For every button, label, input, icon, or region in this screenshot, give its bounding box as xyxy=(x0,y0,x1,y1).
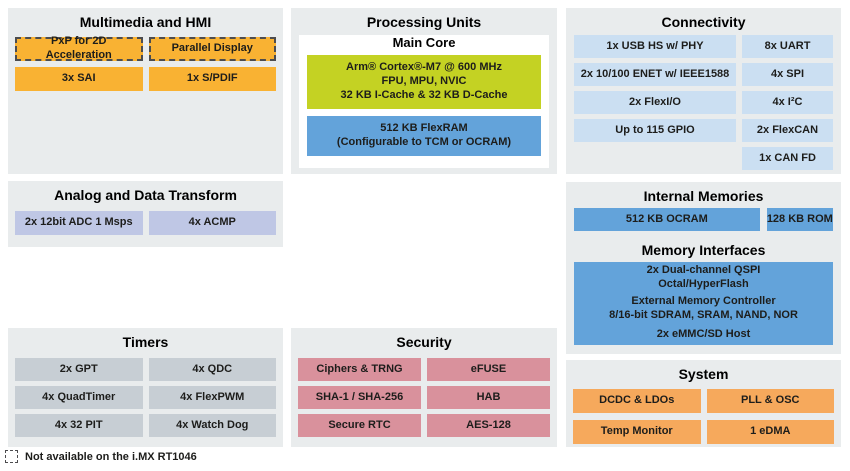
analog-row: 2x 12bit ADC 1 Msps 4x ACMP xyxy=(8,211,283,235)
section-system: System DCDC & LDOs PLL & OSC Temp Monito… xyxy=(566,360,841,447)
block-flexio: 2x FlexI/O xyxy=(574,91,736,114)
core-line-2: FPU, MPU, NVIC xyxy=(381,75,467,88)
section-memories: Internal Memories 512 KB OCRAM 128 KB RO… xyxy=(566,182,841,354)
footnote-text: Not available on the i.MX RT1046 xyxy=(25,450,197,463)
section-analog-data-transform: Analog and Data Transform 2x 12bit ADC 1… xyxy=(8,181,283,247)
block-edma: 1 eDMA xyxy=(706,420,834,444)
block-spi: 4x SPI xyxy=(742,63,833,86)
multimedia-row-1: PxP for 2D Acceleration Parallel Display xyxy=(8,35,283,61)
section-timers: Timers 2x GPT 4x QDC 4x QuadTimer 4x Fle… xyxy=(8,328,283,447)
core-line-1: Arm® Cortex®-M7 @ 600 MHz xyxy=(346,61,502,74)
flexram-line-1: 512 KB FlexRAM xyxy=(380,122,468,135)
block-rom: 128 KB ROM xyxy=(766,208,833,231)
block-quadtimer: 4x QuadTimer xyxy=(15,386,143,409)
block-emmc-sd-host: 2x eMMC/SD Host xyxy=(574,325,833,345)
connectivity-columns: 1x USB HS w/ PHY 2x 10/100 ENET w/ IEEE1… xyxy=(566,35,841,170)
connectivity-left-column: 1x USB HS w/ PHY 2x 10/100 ENET w/ IEEE1… xyxy=(574,35,736,170)
section-title-security: Security xyxy=(396,334,452,350)
block-flexcan: 2x FlexCAN xyxy=(742,119,833,142)
multimedia-row-2: 3x SAI 1x S/PDIF xyxy=(8,67,283,91)
section-title-analog: Analog and Data Transform xyxy=(54,187,237,203)
block-sha: SHA-1 / SHA-256 xyxy=(298,386,421,409)
block-acmp: 4x ACMP xyxy=(148,211,276,235)
section-title-multimedia: Multimedia and HMI xyxy=(79,14,212,30)
dashed-box-icon xyxy=(5,450,18,463)
section-title-system: System xyxy=(678,366,729,382)
system-grid: DCDC & LDOs PLL & OSC Temp Monitor 1 eDM… xyxy=(566,389,841,444)
block-usb-hs-phy: 1x USB HS w/ PHY xyxy=(574,35,736,58)
main-core-title: Main Core xyxy=(392,35,456,50)
section-title-connectivity: Connectivity xyxy=(661,14,746,30)
block-flexram: 512 KB FlexRAM (Configurable to TCM or O… xyxy=(307,116,541,156)
block-ocram: 512 KB OCRAM xyxy=(574,208,760,231)
block-external-memory-controller: External Memory Controller 8/16-bit SDRA… xyxy=(574,293,833,325)
block-spdif: 1x S/PDIF xyxy=(148,67,276,91)
flexram-line-2: (Configurable to TCM or OCRAM) xyxy=(336,136,512,148)
block-qspi: 2x Dual-channel QSPI Octal/HyperFlash xyxy=(574,262,833,293)
block-cortex-m7-core: Arm® Cortex®-M7 @ 600 MHz FPU, MPU, NVIC… xyxy=(307,55,541,109)
block-uart: 8x UART xyxy=(742,35,833,58)
block-enet-ieee1588: 2x 10/100 ENET w/ IEEE1588 xyxy=(574,63,736,86)
section-security: Security Ciphers & TRNG eFUSE SHA-1 / SH… xyxy=(291,328,557,447)
section-multimedia-hmi: Multimedia and HMI PxP for 2D Accelerati… xyxy=(8,8,283,174)
section-title-internal-memories: Internal Memories xyxy=(643,188,764,204)
security-grid: Ciphers & TRNG eFUSE SHA-1 / SHA-256 HAB… xyxy=(291,358,557,437)
block-adc: 2x 12bit ADC 1 Msps xyxy=(15,211,143,235)
block-dcdc-ldos: DCDC & LDOs xyxy=(573,389,701,413)
block-hab: HAB xyxy=(427,386,550,409)
block-temp-monitor: Temp Monitor xyxy=(573,420,701,444)
timers-grid: 2x GPT 4x QDC 4x QuadTimer 4x FlexPWM 4x… xyxy=(8,358,283,437)
block-32-pit: 4x 32 PIT xyxy=(15,414,143,437)
block-parallel-display: Parallel Display xyxy=(148,37,276,61)
core-line-3: 32 KB I-Cache & 32 KB D-Cache xyxy=(340,88,508,101)
block-sai: 3x SAI xyxy=(15,67,143,91)
qspi-line-2: Octal/HyperFlash xyxy=(658,277,749,290)
block-gpio: Up to 115 GPIO xyxy=(574,119,736,142)
block-pxp-2d-acceleration: PxP for 2D Acceleration xyxy=(15,35,143,61)
section-processing-units: Processing Units Main Core Arm® Cortex®-… xyxy=(291,8,557,174)
block-efuse: eFUSE xyxy=(427,358,550,381)
section-title-processing: Processing Units xyxy=(366,14,482,30)
block-secure-rtc: Secure RTC xyxy=(298,414,421,437)
block-gpt: 2x GPT xyxy=(15,358,143,381)
emc-line-2: 8/16-bit SDRAM, SRAM, NAND, NOR xyxy=(609,309,798,321)
connectivity-right-column: 8x UART 4x SPI 4x I²C 2x FlexCAN 1x CAN … xyxy=(742,35,833,170)
block-ciphers-trng: Ciphers & TRNG xyxy=(298,358,421,381)
internal-memories-row: 512 KB OCRAM 128 KB ROM xyxy=(566,208,841,231)
section-title-memory-interfaces: Memory Interfaces xyxy=(641,242,766,258)
footnote-legend: Not available on the i.MX RT1046 xyxy=(5,450,197,463)
section-connectivity: Connectivity 1x USB HS w/ PHY 2x 10/100 … xyxy=(566,8,841,174)
block-flexpwm: 4x FlexPWM xyxy=(148,386,276,409)
block-i2c: 4x I²C xyxy=(742,91,833,114)
block-qdc: 4x QDC xyxy=(148,358,276,381)
emc-line-1: External Memory Controller xyxy=(631,295,776,308)
block-pll-osc: PLL & OSC xyxy=(706,389,834,413)
block-watch-dog: 4x Watch Dog xyxy=(148,414,276,437)
block-aes-128: AES-128 xyxy=(427,414,550,437)
block-can-fd: 1x CAN FD xyxy=(742,147,833,170)
section-title-timers: Timers xyxy=(122,334,169,350)
main-core-panel: Main Core Arm® Cortex®-M7 @ 600 MHz FPU,… xyxy=(299,35,549,168)
qspi-line-1: 2x Dual-channel QSPI xyxy=(646,263,761,276)
